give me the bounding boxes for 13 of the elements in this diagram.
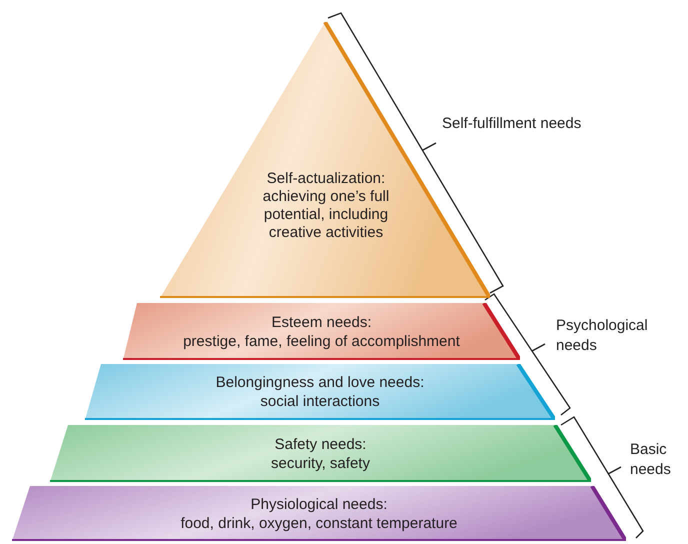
group-label: Psychological needs (556, 316, 649, 356)
tier-label: Self-actualization: (266, 170, 386, 188)
group-label: Basic needs (630, 440, 672, 480)
tier-label: prestige, fame, feeling of accomplishment (183, 332, 460, 350)
tier-label: Esteem needs: (271, 312, 372, 332)
tier-label: social interactions (260, 392, 380, 411)
tier-label: food, drink, oxygen, constant temperature (180, 514, 458, 532)
tier-label: security, safety (271, 454, 370, 472)
tier-label: achieving one’s full potential, including creative activities (262, 188, 390, 242)
tier-label: Safety needs: (274, 434, 366, 454)
group-label: Self-fulfillment needs (442, 114, 582, 134)
tier-label: Belongingness and love needs: (216, 373, 424, 392)
tier-label: Physiological needs: (250, 494, 388, 514)
